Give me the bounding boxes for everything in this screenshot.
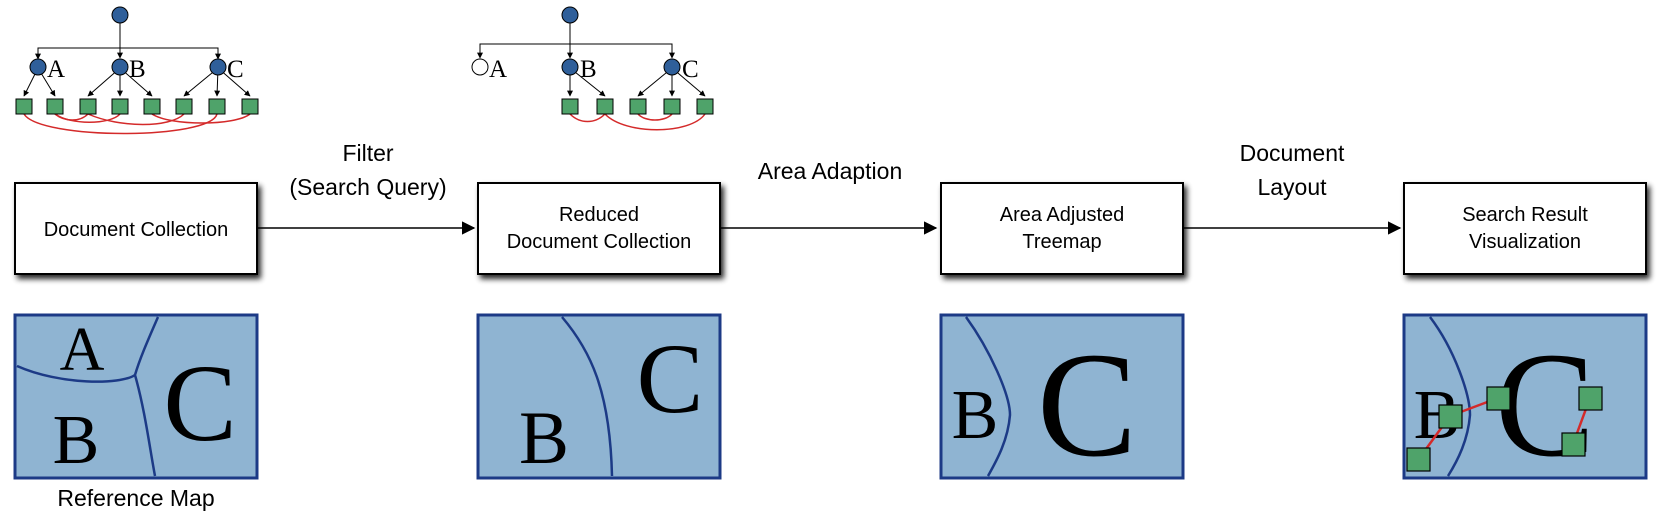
transition-filter-line1: Filter — [342, 140, 393, 166]
tree-2-root-node — [561, 6, 579, 24]
leaf-document — [663, 98, 681, 115]
leaf-document — [629, 98, 647, 115]
leaf-document — [241, 98, 259, 115]
tree-2-leaves — [561, 98, 714, 115]
leaf-document — [143, 98, 161, 115]
map-document — [1561, 432, 1586, 457]
transition-labels: Filter (Search Query) Area Adaption Docu… — [289, 140, 1345, 200]
leaf-document — [561, 98, 579, 115]
map-4-label-c: C — [1495, 322, 1595, 488]
stage-3-label-line1: Area Adjusted — [1000, 204, 1125, 226]
map-1-label-a: A — [60, 316, 105, 384]
leaf-document — [696, 98, 714, 115]
transition-filter-line2: (Search Query) — [289, 174, 446, 200]
map-3-label-c: C — [1037, 322, 1137, 488]
stage-3-label-line2: Treemap — [1022, 231, 1101, 253]
leaf-document — [208, 98, 226, 115]
tree-1-label-b: B — [129, 56, 146, 83]
transition-area-adaption: Area Adaption — [758, 158, 903, 184]
tree-2-label-a: A — [489, 56, 507, 83]
transition-document-layout-line2: Layout — [1257, 174, 1327, 200]
leaf-document — [596, 98, 614, 115]
tree-1-leaves — [15, 98, 259, 115]
tree-2-label-c: C — [682, 56, 699, 83]
tree-1-label-c: C — [227, 56, 244, 83]
reduced-map: B C — [476, 313, 722, 480]
map-document — [1578, 386, 1603, 411]
reference-map-caption: Reference Map — [57, 485, 214, 511]
map-2-label-c: C — [637, 323, 704, 434]
stage-boxes: Document Collection Reduced Document Col… — [14, 182, 1647, 275]
leaf-document — [175, 98, 193, 115]
stage-reduced-collection: Reduced Document Collection — [477, 182, 721, 275]
tree-2-node-b — [561, 58, 579, 76]
tree-1-label-a: A — [47, 56, 65, 83]
tree-2-node-a-removed — [471, 58, 489, 76]
map-2-label-b: B — [519, 397, 569, 480]
tree-1-root-node — [111, 6, 129, 24]
stage-4-label-line1: Search Result — [1462, 204, 1588, 226]
leaf-document — [46, 98, 64, 115]
tree-1-links — [23, 113, 251, 135]
map-3-label-b: B — [952, 377, 999, 454]
map-document — [1486, 386, 1511, 411]
tree-1-node-b — [111, 58, 129, 76]
stage-2-label-line1: Reduced — [559, 204, 639, 226]
map-document — [1438, 404, 1463, 429]
stage-4-label-line2: Visualization — [1469, 231, 1581, 253]
reference-map: A B C — [13, 313, 259, 480]
map-1-label-b: B — [53, 402, 100, 479]
tree-2-label-b: B — [580, 56, 597, 83]
tree-2-links — [569, 113, 706, 131]
map-document — [1406, 447, 1431, 472]
transition-document-layout-line1: Document — [1240, 140, 1345, 166]
tree-2-node-c — [663, 58, 681, 76]
leaf-document — [15, 98, 33, 115]
tree-reduced-collection: A B C — [471, 6, 714, 131]
tree-1-node-c — [209, 58, 227, 76]
search-result-map: B C — [1402, 313, 1648, 488]
stage-1-label: Document Collection — [44, 219, 229, 241]
stage-area-adjusted-treemap: Area Adjusted Treemap — [940, 182, 1184, 275]
stage-document-collection: Document Collection — [14, 182, 258, 275]
map-1-label-c: C — [163, 342, 236, 464]
stage-2-label-line2: Document Collection — [507, 231, 692, 253]
map-4-documents — [1406, 386, 1603, 472]
tree-1-node-a — [29, 58, 47, 76]
leaf-document — [111, 98, 129, 115]
area-adjusted-map: B C — [939, 313, 1185, 488]
stage-search-result-visualization: Search Result Visualization — [1403, 182, 1647, 275]
tree-full-collection: A B C — [15, 6, 259, 135]
leaf-document — [79, 98, 97, 115]
